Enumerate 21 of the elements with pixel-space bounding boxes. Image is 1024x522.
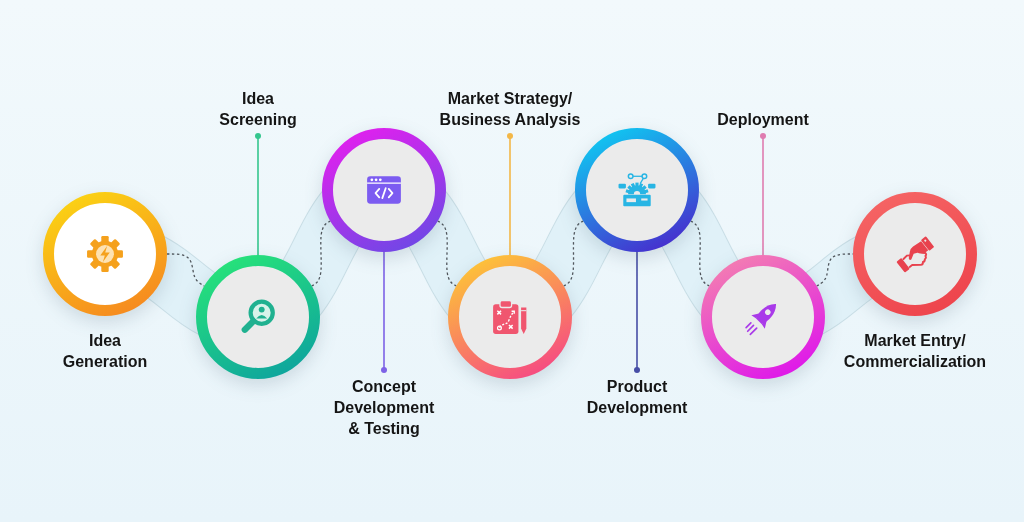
step-label: Concept Development & Testing (332, 376, 436, 439)
dotted-connector (690, 220, 710, 287)
step-circle (448, 255, 572, 379)
dotted-connector (311, 220, 331, 287)
step-circle (196, 255, 320, 379)
step-label: Idea Generation (61, 331, 149, 372)
leader-line (255, 133, 261, 256)
leader-line (507, 133, 513, 256)
step-circle (322, 128, 446, 252)
dotted-connector (437, 220, 457, 287)
leader-line (634, 251, 640, 373)
step-label: Idea Screening (218, 88, 298, 130)
dotted-connector (563, 220, 584, 287)
step-label: Product Development (585, 376, 689, 418)
leader-line (381, 251, 387, 373)
step-label: Market Strategy/ Business Analysis (438, 88, 582, 130)
step-circle (701, 255, 825, 379)
step-label: Market Entry/ Commercialization (842, 331, 988, 372)
step-circle (575, 128, 699, 252)
leader-line (760, 133, 766, 256)
step-label: Deployment (716, 109, 810, 130)
